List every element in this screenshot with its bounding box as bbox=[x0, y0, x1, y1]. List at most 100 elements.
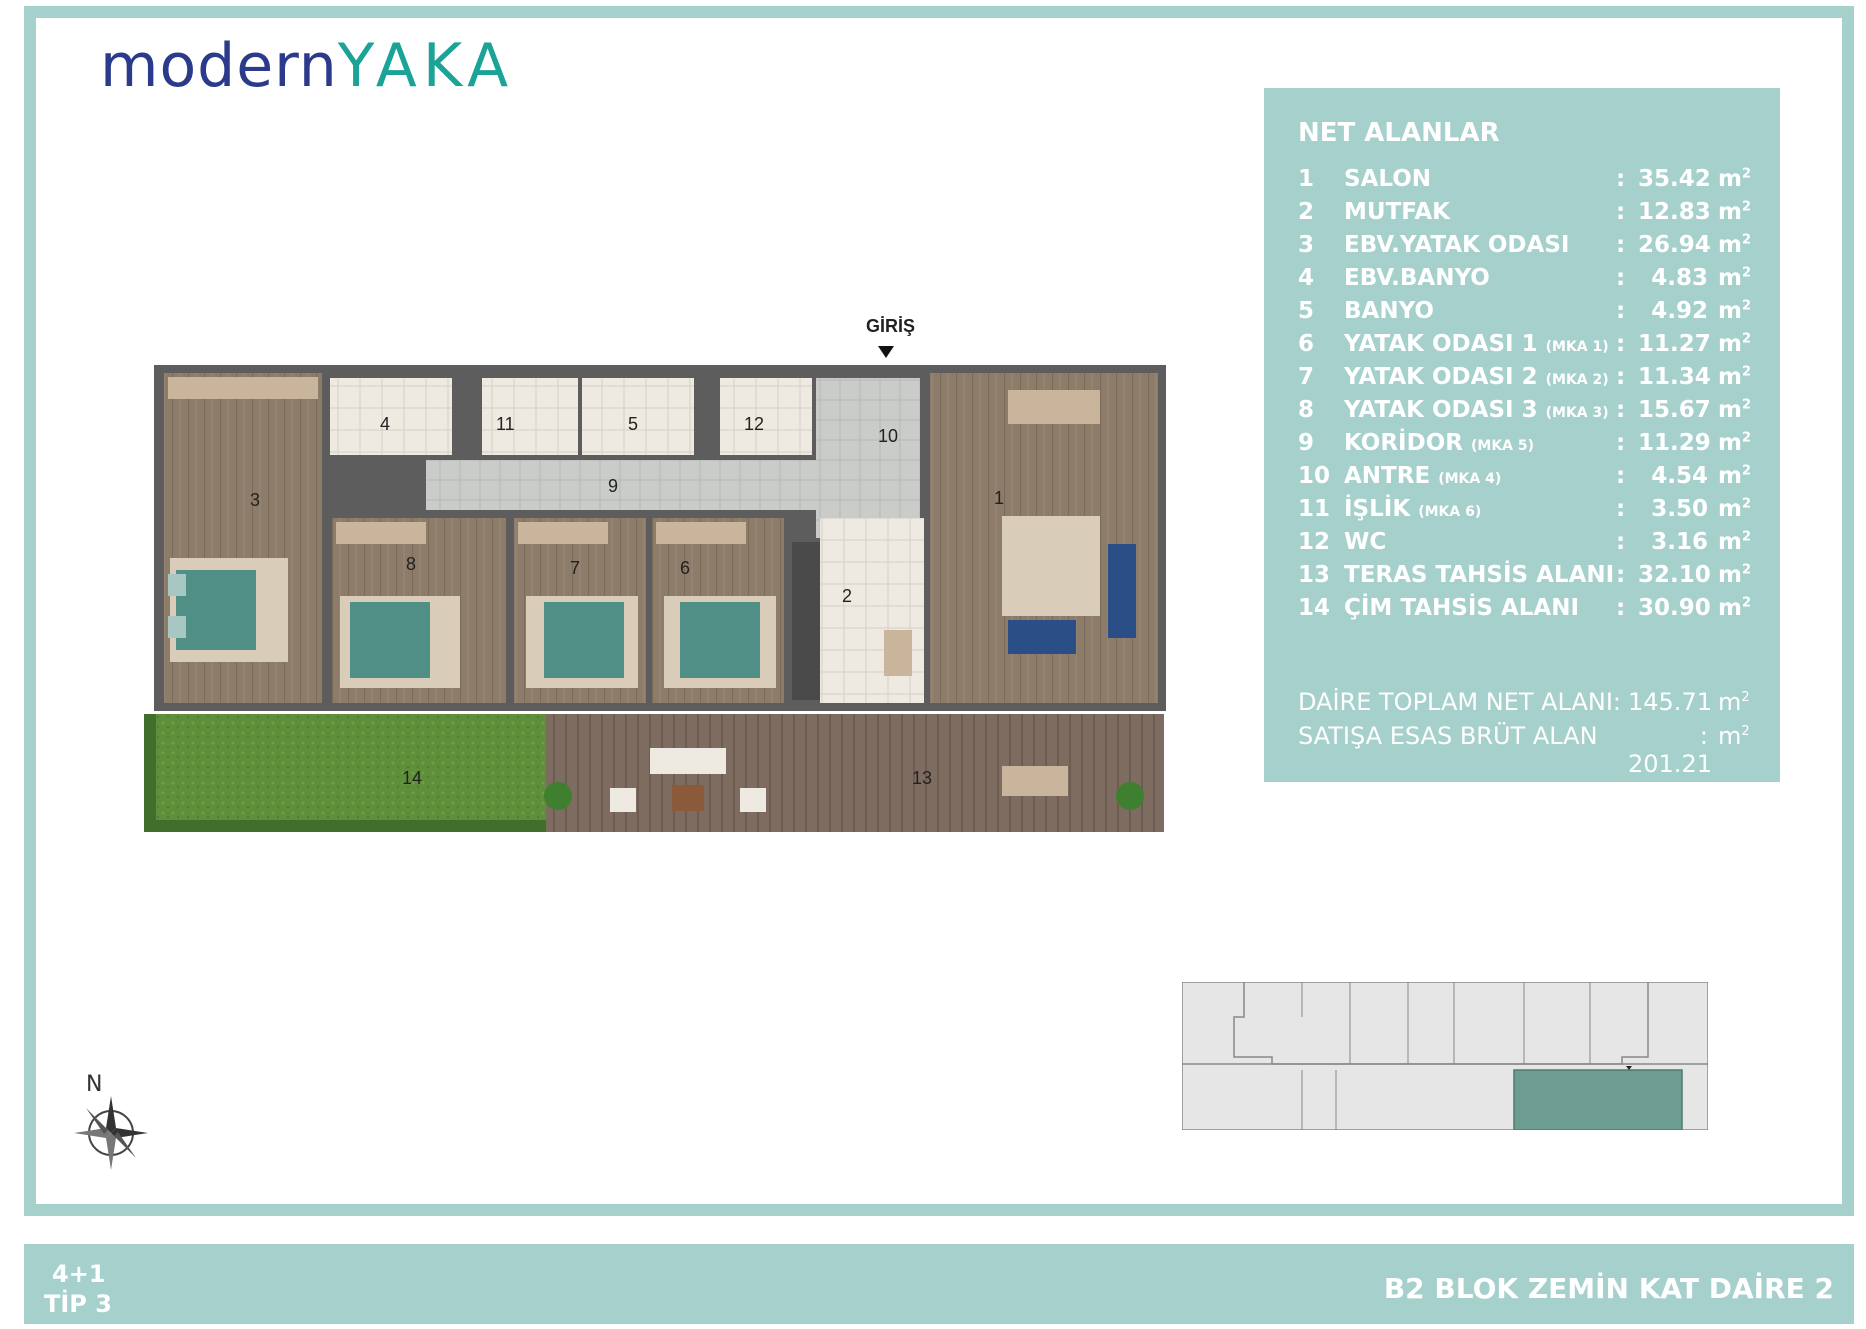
total-gross-label: SATIŞA ESAS BRÜT ALAN bbox=[1298, 722, 1598, 750]
area-row-name: BANYO bbox=[1344, 298, 1434, 324]
area-row-unit: m2 bbox=[1718, 364, 1751, 390]
area-row-value: 4.83 bbox=[1651, 265, 1708, 291]
area-row-unit: m2 bbox=[1718, 430, 1751, 456]
unit-text: m bbox=[1718, 529, 1742, 555]
unit-text: m bbox=[1718, 595, 1742, 621]
unit-text: m bbox=[1718, 397, 1742, 423]
unit-sup: 2 bbox=[1741, 298, 1752, 314]
area-row: 4 EBV.BANYO : 4.83 m2 bbox=[1298, 265, 1768, 295]
sofa bbox=[1008, 620, 1076, 654]
room-label-3: 3 bbox=[250, 490, 261, 510]
area-row-name-text: MUTFAK bbox=[1344, 199, 1450, 225]
room-10-entrance bbox=[816, 378, 920, 538]
area-row-name-text: KORİDOR bbox=[1344, 430, 1463, 456]
area-row-number: 7 bbox=[1298, 364, 1315, 390]
area-row-number: 2 bbox=[1298, 199, 1315, 225]
area-row-value: 4.54 bbox=[1651, 463, 1708, 489]
net-areas-title: NET ALANLAR bbox=[1298, 118, 1500, 148]
room-14-lawn bbox=[144, 714, 546, 832]
area-row: 10 ANTRE (MKA 4) : 4.54 m2 bbox=[1298, 463, 1768, 493]
area-row-value: 11.34 bbox=[1638, 364, 1711, 390]
area-row: 5 BANYO : 4.92 m2 bbox=[1298, 298, 1768, 328]
area-row-name-text: ÇİM TAHSİS ALANI bbox=[1344, 595, 1580, 621]
area-row-value: 15.67 bbox=[1638, 397, 1711, 423]
rug bbox=[1002, 516, 1100, 616]
bottom-banner: 4+1 TİP 3 B2 BLOK ZEMİN KAT DAİRE 2 bbox=[24, 1244, 1854, 1324]
area-row-value: 12.83 bbox=[1638, 199, 1711, 225]
unit-sup: 2 bbox=[1741, 595, 1752, 611]
area-row-unit: m2 bbox=[1718, 166, 1751, 192]
area-row-name: ÇİM TAHSİS ALANI bbox=[1344, 595, 1579, 621]
room-label-5: 5 bbox=[628, 414, 639, 434]
area-row: 11 İŞLİK (MKA 6) : 3.50 m2 bbox=[1298, 496, 1768, 526]
area-row-tag: (MKA 6) bbox=[1418, 504, 1482, 520]
unit-title: B2 BLOK ZEMİN KAT DAİRE 2 bbox=[1383, 1272, 1834, 1305]
area-row: 13 TERAS TAHSİS ALANI : 32.10 m2 bbox=[1298, 562, 1768, 592]
room-label-13: 13 bbox=[912, 768, 933, 788]
unit-sup: 2 bbox=[1741, 397, 1752, 413]
area-row-tag: (MKA 4) bbox=[1438, 471, 1502, 487]
plan-type: TİP 3 bbox=[44, 1290, 112, 1318]
terrace-sofa bbox=[650, 748, 726, 774]
unit-sup: 2 bbox=[1741, 430, 1752, 446]
area-row-name: EBV.BANYO bbox=[1344, 265, 1490, 291]
room-label-11: 11 bbox=[496, 414, 515, 434]
area-row-colon: : bbox=[1616, 430, 1626, 456]
area-row-unit: m2 bbox=[1718, 463, 1751, 489]
area-row: 1 SALON : 35.42 m2 bbox=[1298, 166, 1768, 196]
area-row-name-text: BANYO bbox=[1344, 298, 1434, 324]
area-row-name-text: SALON bbox=[1344, 166, 1432, 192]
area-row-name: MUTFAK bbox=[1344, 199, 1450, 225]
area-row-unit: m2 bbox=[1718, 331, 1751, 357]
area-row: 12 WC : 3.16 m2 bbox=[1298, 529, 1768, 559]
unit-sup: 2 bbox=[1741, 690, 1750, 705]
room-label-8: 8 bbox=[406, 554, 417, 574]
sofa bbox=[1108, 544, 1136, 638]
layout-type: 4+1 bbox=[52, 1260, 106, 1288]
total-gross-unit: m2 bbox=[1718, 722, 1750, 750]
area-row-number: 5 bbox=[1298, 298, 1315, 324]
terrace-table bbox=[672, 785, 704, 811]
room-label-9: 9 bbox=[608, 476, 619, 496]
area-row-name: YATAK ODASI 1 (MKA 1) bbox=[1344, 331, 1609, 357]
room-label-1: 1 bbox=[994, 488, 1005, 508]
unit-sup: 2 bbox=[1741, 463, 1752, 479]
area-row-name-text: EBV.YATAK ODASI bbox=[1344, 232, 1570, 258]
total-gross-number: 201.21 bbox=[1628, 750, 1712, 778]
unit-text: m bbox=[1718, 166, 1742, 192]
unit-text: m bbox=[1718, 463, 1742, 489]
total-net-value: 145.71 bbox=[1628, 688, 1712, 716]
area-row-name: YATAK ODASI 2 (MKA 2) bbox=[1344, 364, 1609, 390]
area-row-number: 14 bbox=[1298, 595, 1331, 621]
total-gross-value: : 201.21 bbox=[1628, 722, 1712, 778]
area-row-number: 9 bbox=[1298, 430, 1315, 456]
area-row-number: 10 bbox=[1298, 463, 1331, 489]
room-11-utility bbox=[482, 378, 578, 455]
area-row-unit: m2 bbox=[1718, 595, 1751, 621]
area-row-colon: : bbox=[1616, 529, 1626, 555]
unit-sup: 2 bbox=[1741, 496, 1752, 512]
kitchen-counter bbox=[792, 542, 820, 700]
unit-text: m bbox=[1718, 430, 1742, 456]
unit-text: m bbox=[1718, 265, 1742, 291]
area-row-colon: : bbox=[1616, 397, 1626, 423]
terrace-dining-table bbox=[1002, 766, 1068, 796]
unit-sup: 2 bbox=[1741, 232, 1752, 248]
area-row-number: 3 bbox=[1298, 232, 1315, 258]
unit-sup: 2 bbox=[1741, 529, 1752, 545]
unit-text: m bbox=[1718, 562, 1742, 588]
unit-text: m bbox=[1718, 232, 1742, 258]
dining-table bbox=[1008, 390, 1100, 424]
room-label-12: 12 bbox=[744, 414, 765, 434]
unit-text: m bbox=[1718, 722, 1742, 750]
room-label-6: 6 bbox=[680, 558, 691, 578]
area-row-unit: m2 bbox=[1718, 529, 1751, 555]
unit-sup: 2 bbox=[1741, 166, 1752, 182]
area-row-tag: (MKA 5) bbox=[1470, 438, 1535, 454]
area-row-unit: m2 bbox=[1718, 397, 1751, 423]
area-row-number: 12 bbox=[1298, 529, 1331, 555]
area-row-colon: : bbox=[1616, 298, 1626, 324]
area-row-name-text: TERAS TAHSİS ALANI bbox=[1344, 562, 1615, 588]
entrance-label: GİRİŞ bbox=[866, 316, 916, 336]
area-row-unit: m2 bbox=[1718, 298, 1751, 324]
